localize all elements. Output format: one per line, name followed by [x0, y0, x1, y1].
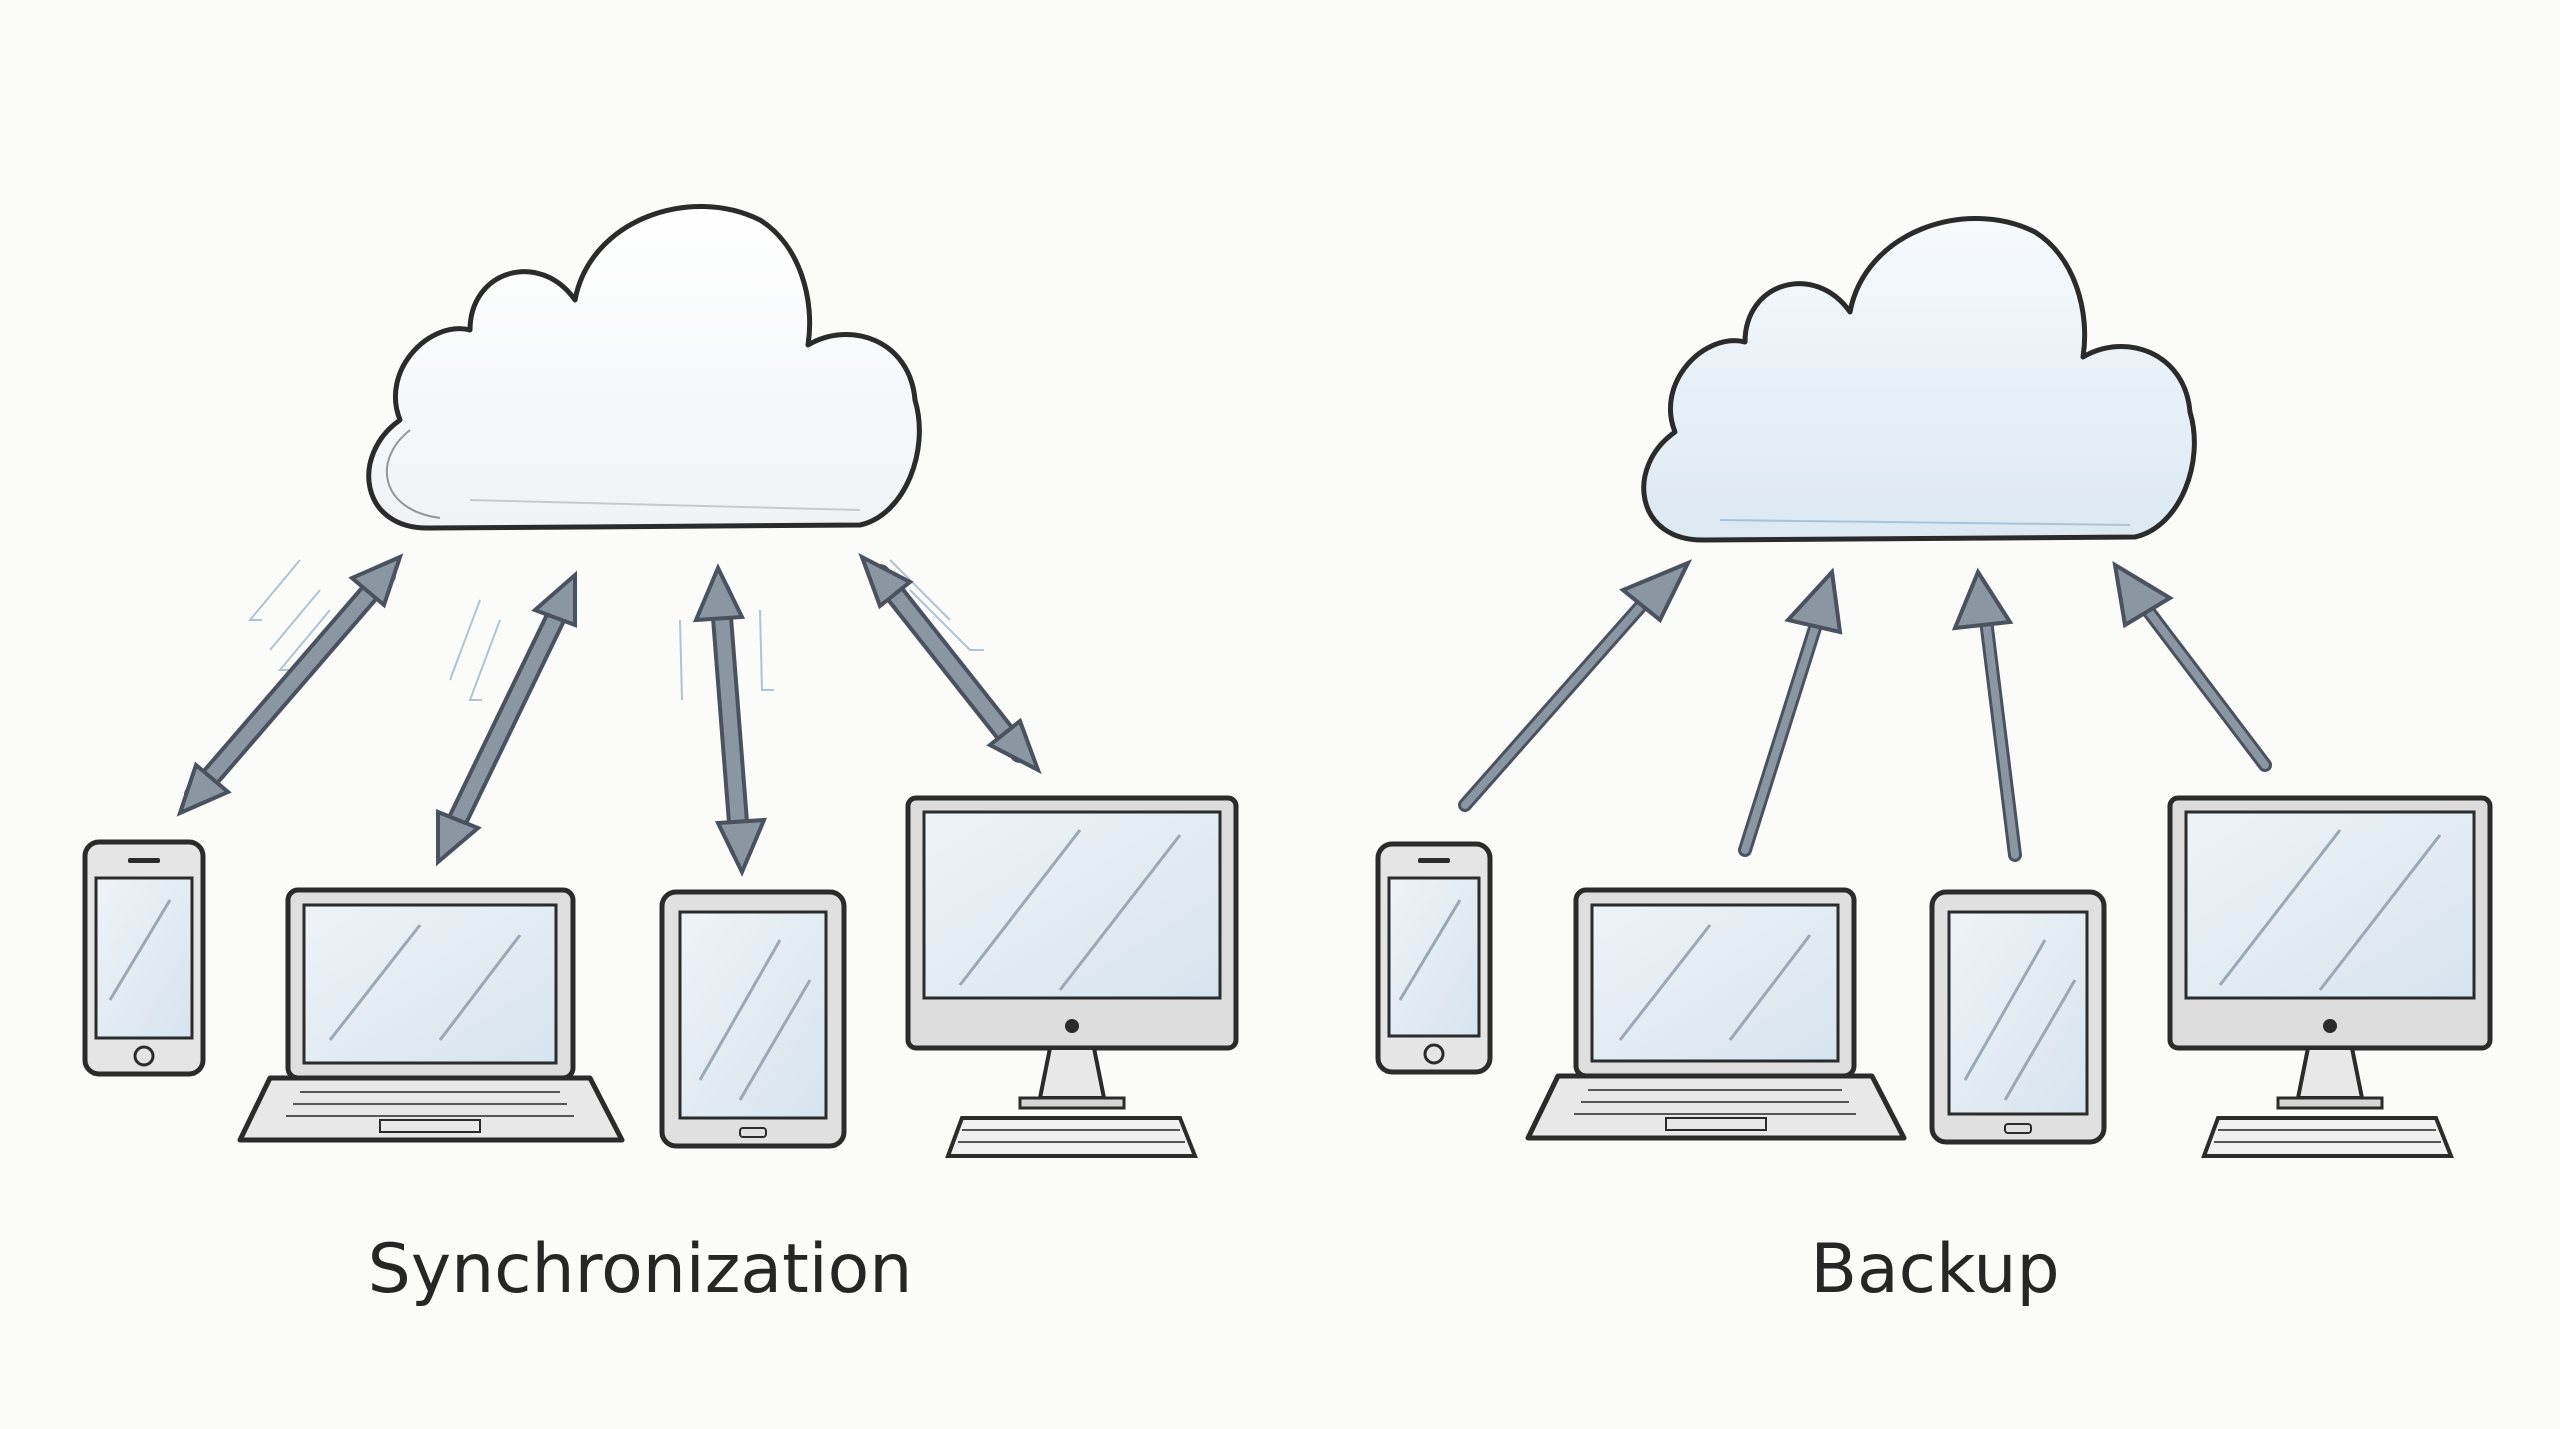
backup-laptop-icon	[1525, 887, 1907, 1141]
sync-desktop-icon	[905, 795, 1239, 1158]
backup-arrow-phone	[1458, 559, 1693, 812]
backup-arrow-tablet	[1951, 567, 2022, 862]
backup-cloud-icon	[1641, 216, 2197, 543]
sync-caption: Synchronization	[368, 1230, 913, 1309]
backup-phone-icon	[1375, 841, 1493, 1075]
sync-laptop-icon	[237, 887, 625, 1143]
sync-panel: Synchronization	[82, 204, 1239, 1309]
backup-arrow-laptop	[1738, 567, 1843, 857]
sync-arrow-desktop	[858, 552, 1042, 775]
backup-tablet-icon	[1929, 889, 2107, 1145]
sync-cloud-icon	[366, 204, 922, 531]
sync-arrow-laptop	[436, 570, 577, 867]
sync-arrow-tablet	[692, 563, 768, 877]
sync-arrow-phone	[176, 553, 404, 817]
sync-tablet-icon	[659, 889, 847, 1149]
backup-panel: Backup	[1375, 216, 2493, 1309]
backup-arrow-desktop	[2112, 561, 2272, 772]
sync-phone-icon	[82, 839, 206, 1077]
backup-caption: Backup	[1810, 1230, 2059, 1309]
sync-circuit-lines	[247, 559, 984, 701]
backup-desktop-icon	[2167, 795, 2493, 1158]
